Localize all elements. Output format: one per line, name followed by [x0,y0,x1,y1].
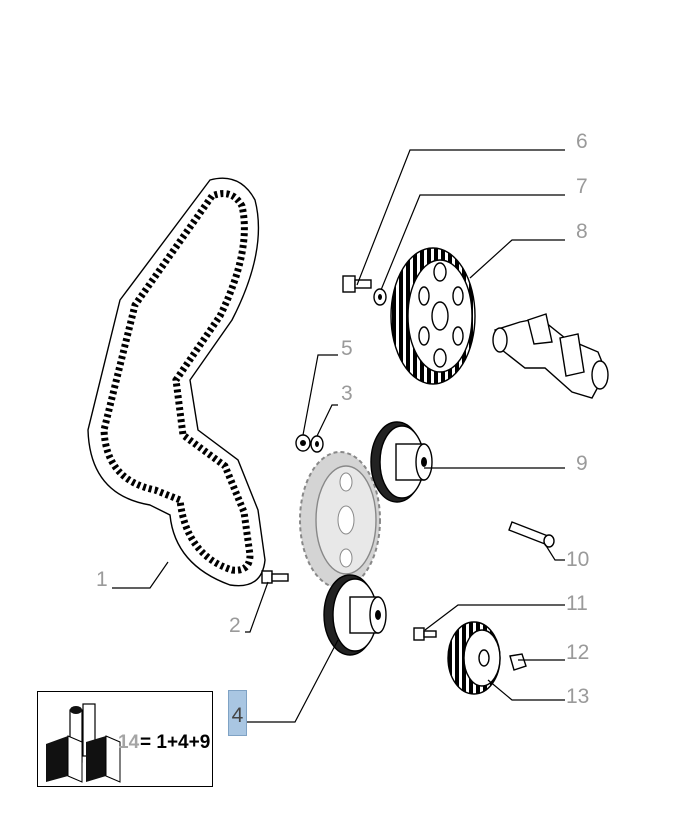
callout-2: 2 [229,614,241,637]
callout-11: 11 [566,592,588,615]
callout-10: 10 [566,548,589,571]
callout-6: 6 [576,130,588,153]
key-12[interactable] [509,653,527,671]
tensioner-pulley[interactable] [370,421,433,503]
callout-1: 1 [96,568,108,591]
crankshaft-sprocket[interactable] [447,621,501,695]
bolt-11[interactable] [413,627,437,641]
washer-3[interactable] [310,435,324,453]
kit-number: 14 [118,732,140,753]
bolt-2[interactable] [261,570,289,584]
callout-9: 9 [576,452,588,475]
kit-boxes-icon [46,703,121,783]
leader-lines [112,149,565,723]
intermediate-gear [299,451,381,589]
callout-12: 12 [566,641,589,664]
nut-5[interactable] [295,434,311,452]
camshaft [492,313,609,399]
callout-13: 13 [566,685,589,708]
idler-pulley-4[interactable] [323,574,387,656]
kit-box: 14 = 1+4+9 [37,691,213,787]
timing-belt[interactable] [87,177,266,587]
callout-8: 8 [576,220,588,243]
callout-4-highlight[interactable] [228,690,247,736]
kit-formula: = 1+4+9 [140,732,211,753]
stud-10[interactable] [508,521,555,548]
callout-3: 3 [341,382,353,405]
callout-7: 7 [576,175,588,198]
callout-5: 5 [341,337,353,360]
bolt-6[interactable] [342,275,372,293]
callout-4[interactable]: 4 [231,704,244,727]
washer-7[interactable] [373,288,387,306]
camshaft-sprocket[interactable] [390,247,476,385]
